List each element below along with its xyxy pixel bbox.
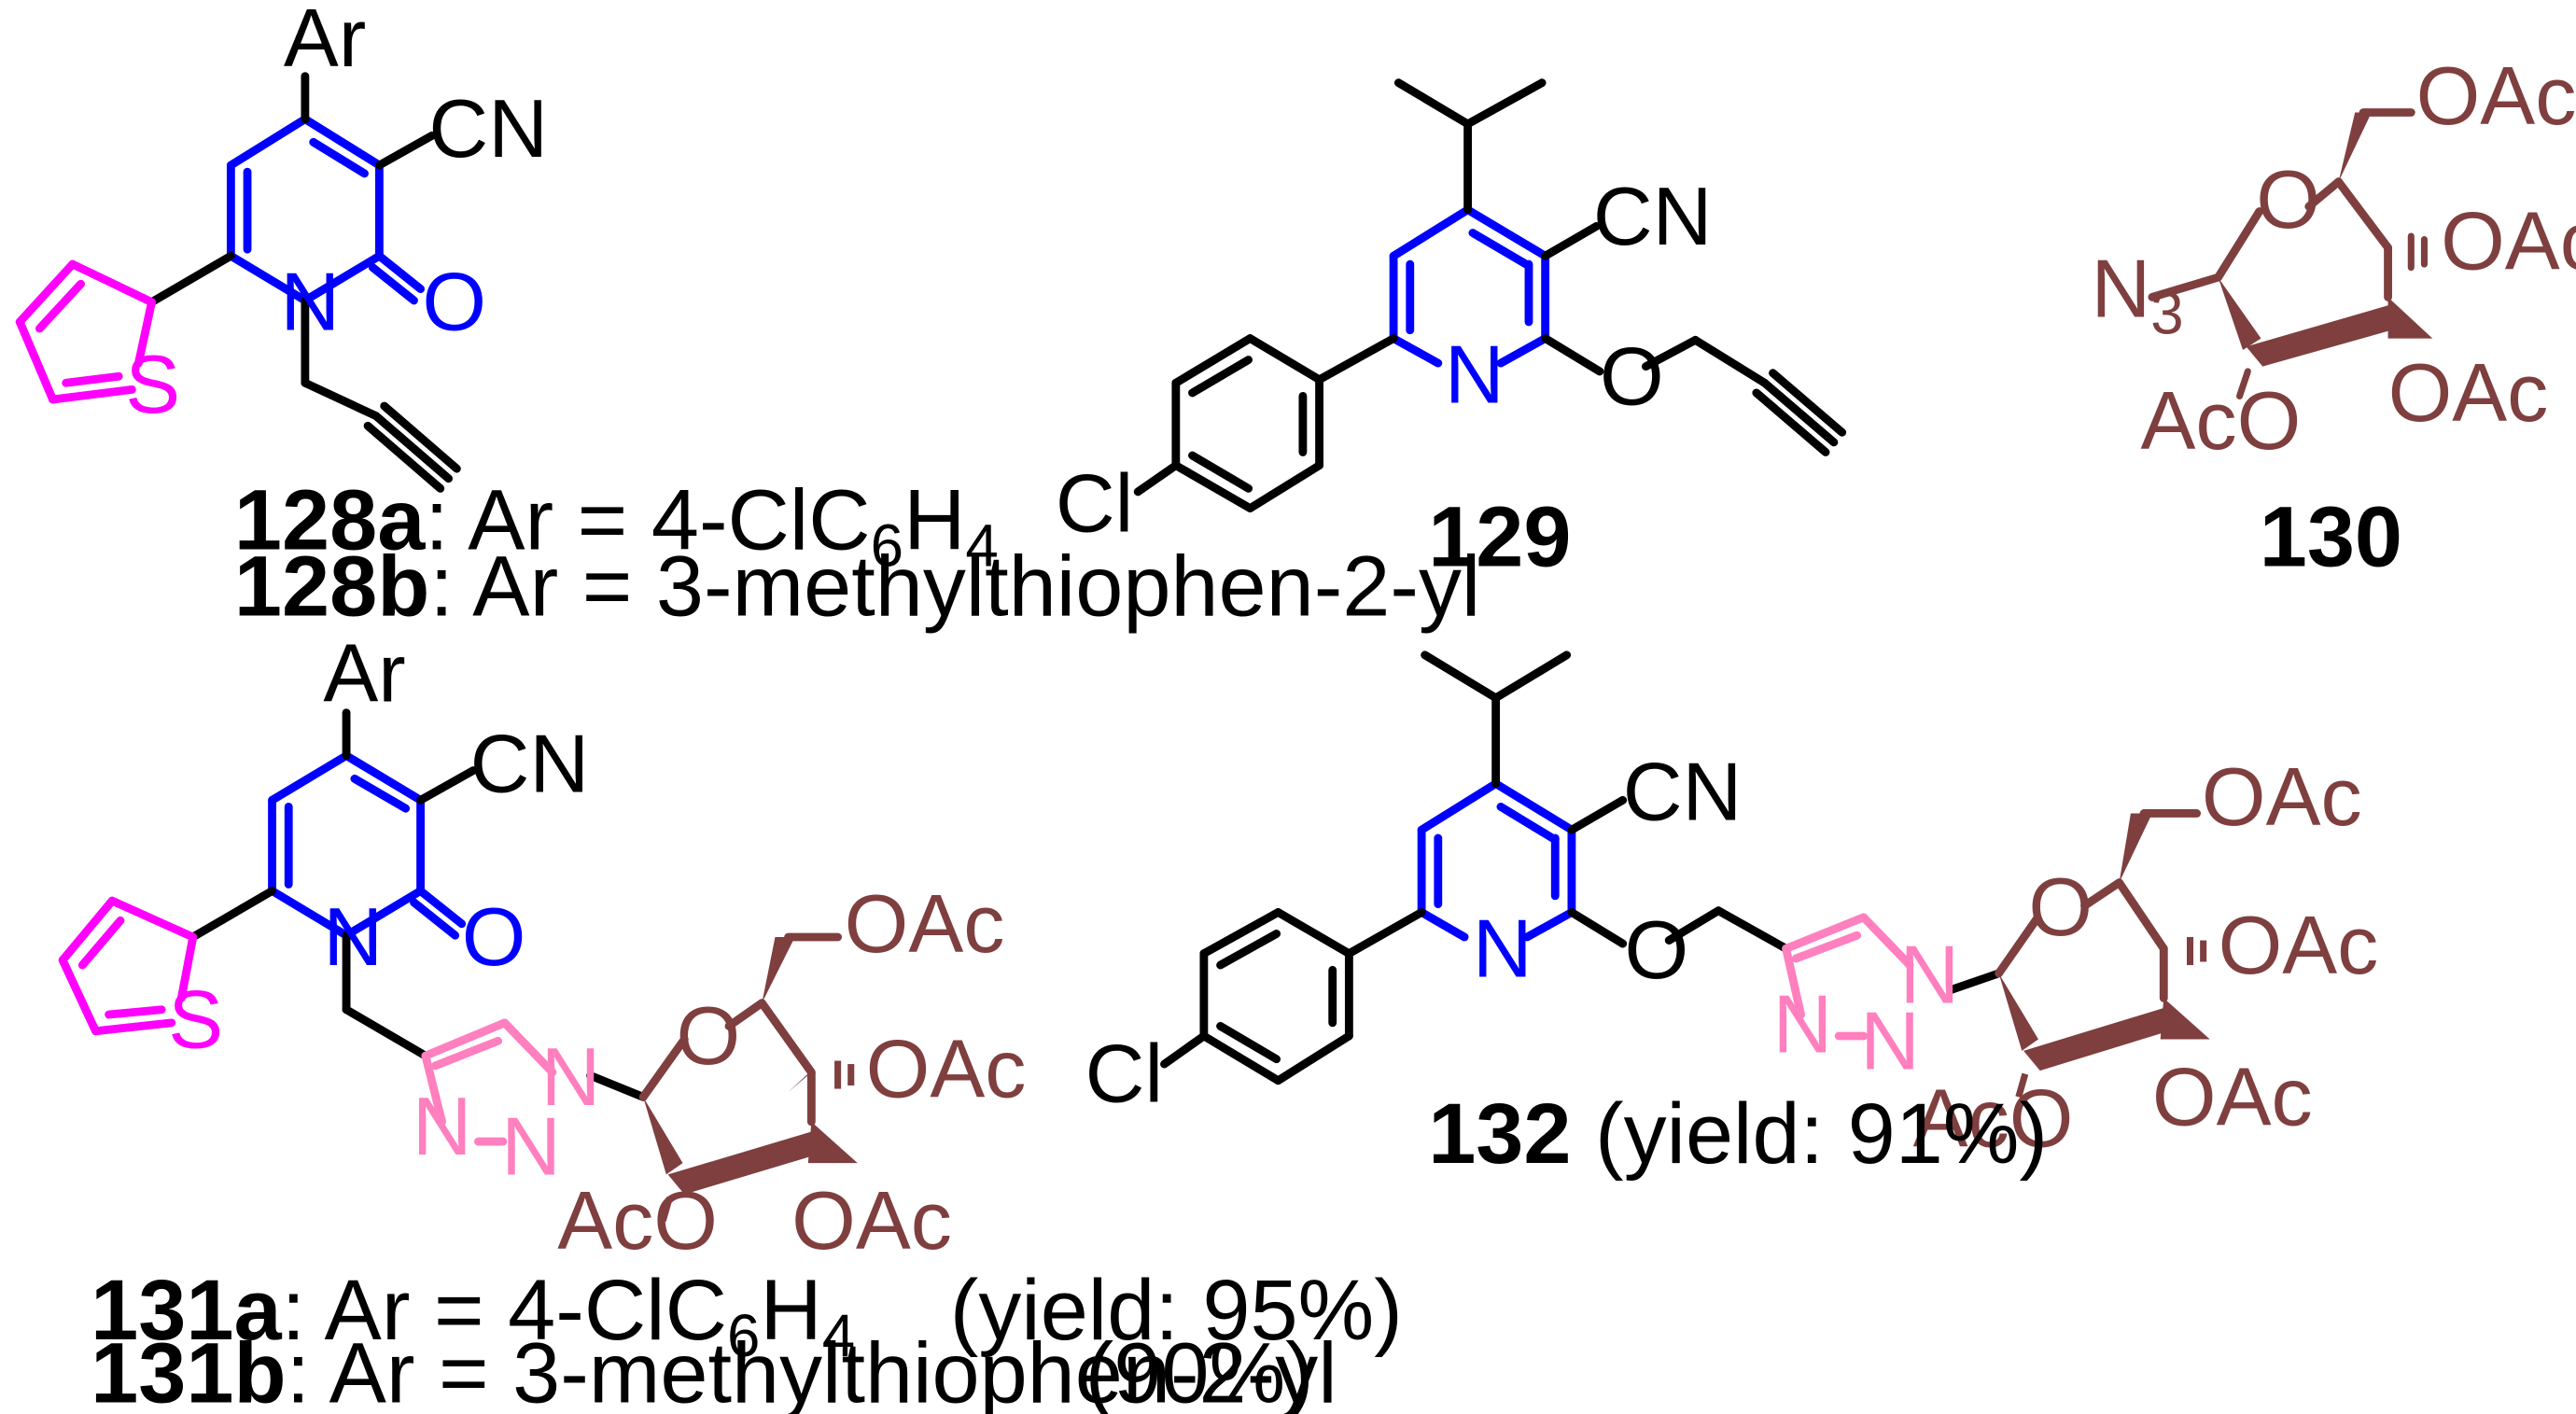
- n-label-129: N: [1445, 328, 1505, 420]
- oac-label-132-c6: OAc: [2202, 750, 2362, 843]
- structure-131: [58, 708, 843, 1146]
- sugar-wedges-131: [643, 936, 858, 1195]
- oac-label-132-c4: OAc: [2152, 1050, 2313, 1142]
- o-label-130: O: [2256, 153, 2320, 245]
- yield-131b: (90%): [1085, 1325, 1314, 1414]
- triazole-n3-131: N: [413, 1080, 472, 1172]
- cn-label-128: CN: [428, 82, 548, 175]
- aco-label-132: AcO: [1913, 1071, 2074, 1164]
- caption-132: 132 (yield: 91%): [1428, 1086, 2048, 1182]
- triazole-n3-132: N: [1772, 978, 1832, 1071]
- o-label-132-ring: O: [2028, 861, 2093, 953]
- caption-128b: 128b: Ar = 3-methylthiophen-2-yl: [234, 539, 1480, 634]
- o-label-131-ring: O: [676, 989, 740, 1082]
- o-label-132: O: [1624, 903, 1688, 996]
- oac-label-130-c6: OAc: [2416, 49, 2576, 142]
- caption-131a: 131a: Ar = 4-ClC6H4: [91, 1263, 855, 1369]
- cn-label-132: CN: [1623, 746, 1743, 838]
- triazole-n2-131: N: [501, 1099, 561, 1192]
- aco-label-131: AcO: [557, 1174, 718, 1267]
- caption-130: 130: [2260, 489, 2402, 584]
- structure-129: [1133, 78, 1847, 512]
- o-label-128: O: [422, 256, 486, 348]
- s-label-128: S: [125, 338, 180, 430]
- o-label-129: O: [1600, 329, 1664, 422]
- n3-label-130: N3: [2092, 243, 2184, 347]
- ar-label-128: Ar: [284, 0, 366, 84]
- n-label-132: N: [1473, 902, 1533, 994]
- cn-label-131: CN: [470, 717, 590, 809]
- structure-132: [1160, 651, 2202, 1085]
- caption-131b: 131b: Ar = 3-methylthiophen-2-yl: [91, 1325, 1337, 1414]
- oac-label-131-c4: OAc: [791, 1174, 952, 1267]
- sugar-hash-132: [2015, 936, 2207, 1099]
- structure-128: [15, 72, 461, 493]
- oac-label-130-c3: OAc: [2441, 194, 2576, 287]
- cn-label-129: CN: [1593, 170, 1713, 262]
- s-label-131: S: [168, 973, 223, 1065]
- triazole-n2-132: N: [1860, 994, 1920, 1086]
- oac-label-131-c3: OAc: [866, 1022, 1027, 1114]
- oac-label-132-c3: OAc: [2219, 899, 2379, 991]
- yield-131a: (yield: 95%): [950, 1263, 1403, 1358]
- sugar-hash-131: [659, 1060, 855, 1222]
- n-label-131: N: [323, 890, 383, 983]
- oac-label-130-c4: OAc: [2388, 346, 2549, 439]
- ar-label-131: Ar: [323, 626, 405, 719]
- caption-129: 129: [1428, 489, 1571, 584]
- oac-label-131-c6: OAc: [845, 877, 1005, 970]
- n-label-128: N: [280, 256, 340, 348]
- o-label-131: O: [462, 890, 526, 983]
- cl-label-132: Cl: [1085, 1028, 1163, 1120]
- cl-label-129: Cl: [1056, 456, 1133, 549]
- caption-128a: 128a: Ar = 4-ClC6H4: [234, 473, 999, 580]
- triazole-n1-131: N: [541, 1030, 601, 1123]
- triazole-n1-132: N: [1900, 929, 1960, 1021]
- aco-label-130: AcO: [2141, 374, 2302, 467]
